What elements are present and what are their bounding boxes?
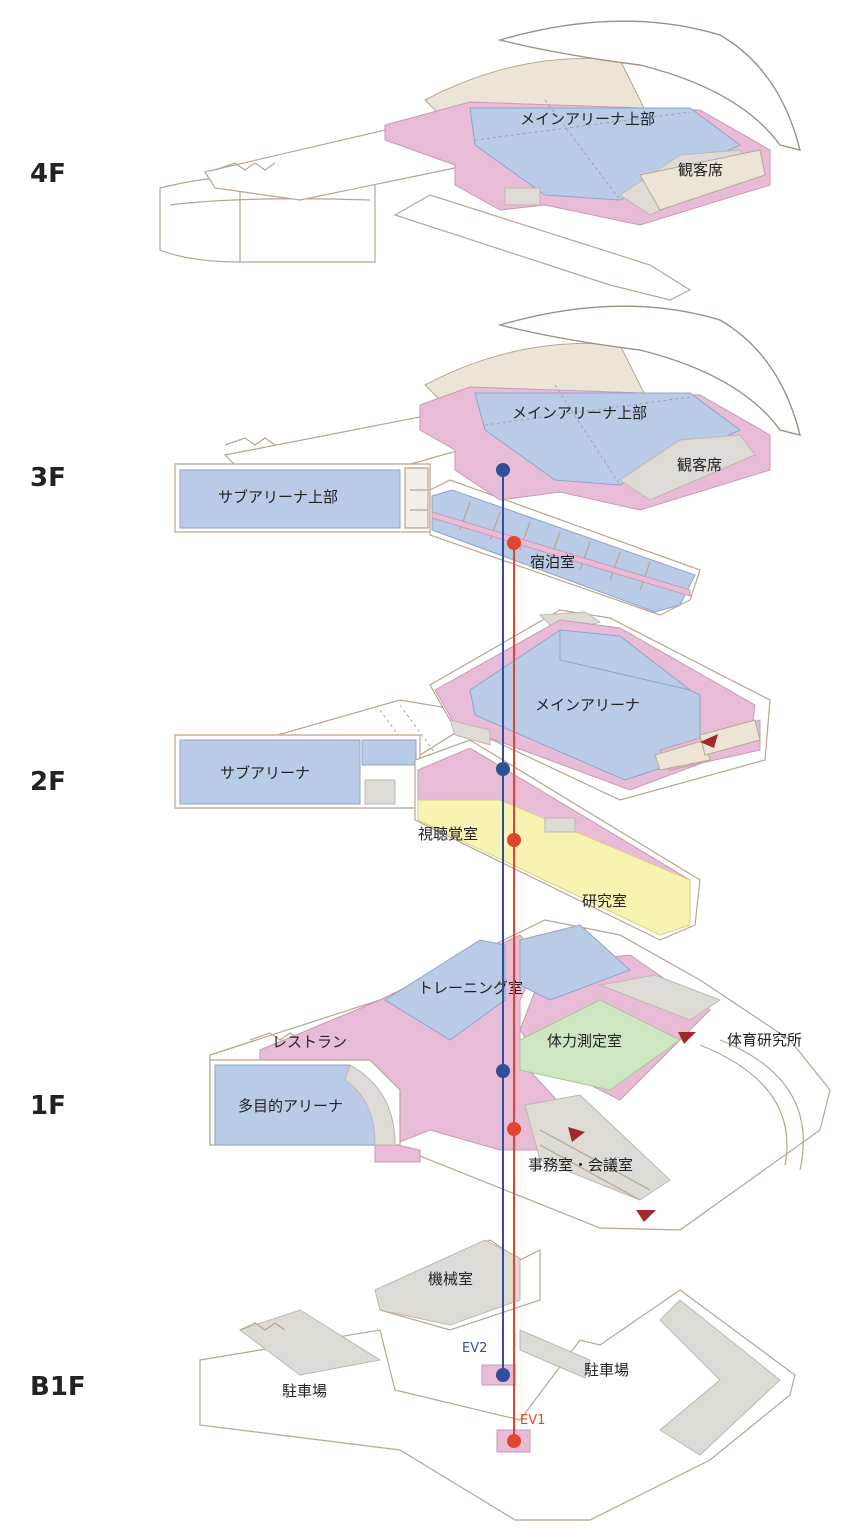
room-2f-sub-arena: サブアリーナ [220, 764, 310, 782]
room-1f-training: トレーニング室 [418, 979, 523, 997]
floor-label-2f: 2F [30, 767, 66, 797]
floor-label-3f: 3F [30, 463, 66, 493]
ev2-label: EV2 [462, 1341, 487, 1356]
ev2-stop-b1f [496, 1368, 510, 1382]
floor-4f [159, 20, 801, 301]
entrance-marker-icon [636, 1210, 656, 1222]
room-b1-parking-left: 駐車場 [282, 1382, 327, 1400]
entrance-marker-icon [700, 734, 718, 748]
ev2-stop-1f [496, 1064, 510, 1078]
room-b1-parking-right: 駐車場 [584, 1361, 629, 1379]
floor-label-4f: 4F [30, 159, 66, 189]
room-3f-sub-arena-upper: サブアリーナ上部 [218, 488, 338, 506]
elevator-lines [496, 463, 521, 1448]
floor-label-1f: 1F [30, 1091, 66, 1121]
room-4f-seats: 観客席 [678, 161, 723, 179]
room-1f-restaurant: レストラン [272, 1033, 347, 1051]
room-1f-institute: 体育研究所 [727, 1031, 802, 1049]
room-2f-main-arena: メインアリーナ [535, 696, 640, 714]
room-3f-main-arena-upper: メインアリーナ上部 [512, 404, 647, 422]
room-2f-research: 研究室 [582, 892, 627, 910]
room-4f-main-arena-upper: メインアリーナ上部 [520, 110, 655, 128]
room-2f-av-room: 視聴覚室 [418, 825, 478, 843]
ev1-stop-b1f [507, 1434, 521, 1448]
room-1f-fitness: 体力測定室 [547, 1032, 622, 1050]
floor-3f [174, 305, 801, 616]
floor-b1f [199, 1239, 796, 1521]
ev1-stop-3f [507, 536, 521, 550]
room-1f-multi-arena: 多目的アリーナ [238, 1097, 343, 1115]
room-3f-lodging: 宿泊室 [530, 553, 575, 571]
room-1f-office: 事務室・会議室 [528, 1156, 633, 1174]
entrance-marker-icon [568, 1127, 585, 1142]
ev2-stop-2f [496, 762, 510, 776]
ev1-stop-2f [507, 833, 521, 847]
room-b1-machine: 機械室 [428, 1270, 473, 1288]
ev1-stop-1f [507, 1122, 521, 1136]
entrance-marker-icon [678, 1032, 696, 1044]
floor-1f [209, 919, 831, 1231]
ev2-stop-3f [496, 463, 510, 477]
floor-label-b1f: B1F [30, 1372, 86, 1402]
ev1-label: EV1 [520, 1413, 545, 1428]
room-3f-seats: 観客席 [677, 456, 722, 474]
